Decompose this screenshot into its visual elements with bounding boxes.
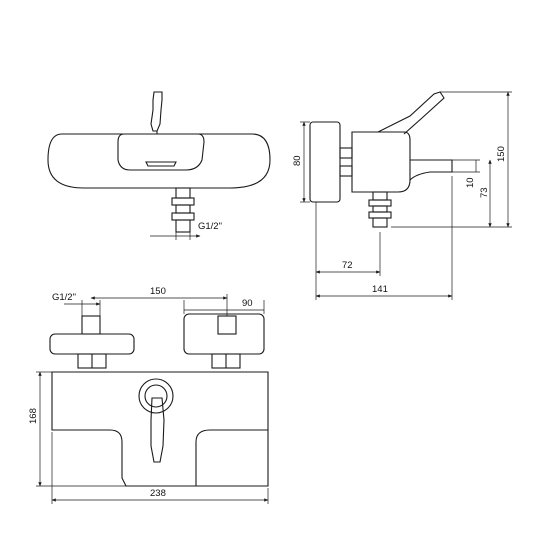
top-view-lever-handle: [150, 91, 163, 132]
side-view-dim-72-label: 72: [342, 260, 353, 271]
front-view-right-inlet: [217, 315, 237, 335]
front-view-thread-label: G1/2": [52, 292, 76, 303]
side-view-dim-80-label: 80: [292, 155, 303, 166]
front-view-dim-238-label: 238: [150, 488, 166, 499]
top-view-thread-label: G1/2": [198, 221, 222, 232]
side-view-spout: [409, 159, 453, 181]
front-view-dim-90-label: 90: [242, 298, 253, 309]
top-view-inlet-connector: [171, 187, 195, 233]
side-view-dim-73-label: 73: [479, 187, 490, 198]
front-view-dim-150-label: 150: [150, 286, 166, 297]
front-view-body-outline: [51, 371, 269, 487]
side-view-inlet-connector: [368, 191, 392, 228]
side-view-body: [351, 131, 411, 193]
side-view-dim-150-label: 150: [496, 146, 507, 162]
front-view-left-flange: [49, 333, 135, 355]
side-view: 80 150 10 73 72 141: [292, 91, 512, 300]
side-view-wall-plate: [309, 121, 341, 203]
front-view: G1/2" 150 90 168 238: [28, 286, 269, 504]
top-view: G1/2": [47, 91, 271, 240]
front-view-left-inlet: [81, 315, 101, 335]
front-view-dim-168-label: 168: [28, 408, 39, 424]
side-view-dim-141-label: 141: [372, 284, 388, 295]
top-view-lever-neck: [153, 130, 158, 135]
top-view-lever-housing: [117, 133, 205, 171]
top-view-body-outline: [47, 133, 271, 189]
side-view-dim-10-label: 10: [465, 177, 476, 188]
top-view-spout-slot: [145, 161, 177, 167]
front-view-lever-base: [138, 378, 174, 414]
front-view-lever-handle: [150, 397, 165, 463]
side-view-lever: [377, 91, 445, 135]
